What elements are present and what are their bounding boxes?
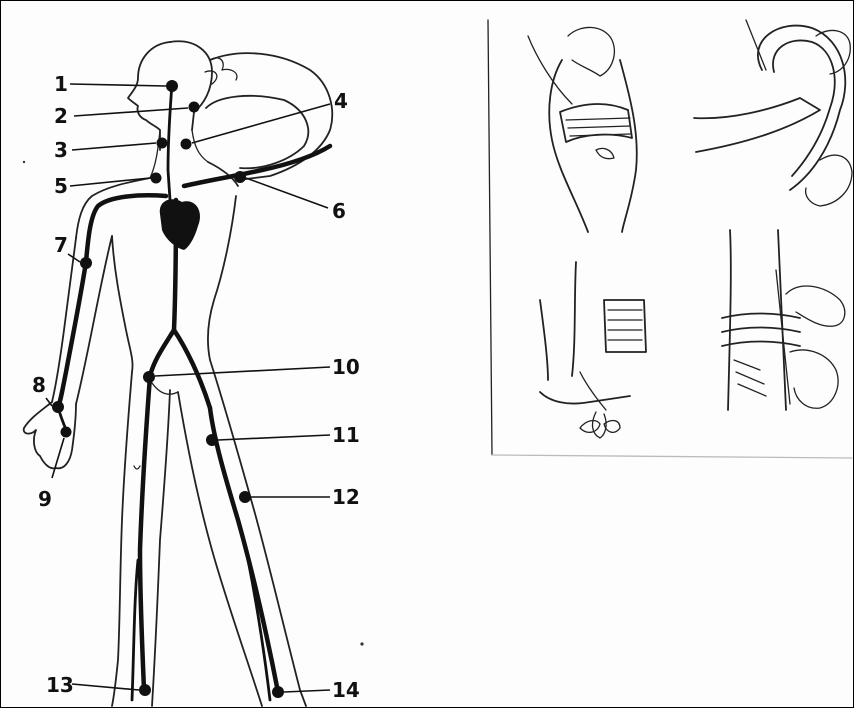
label-6: 6 <box>332 199 346 223</box>
s3-arm-top <box>572 262 576 376</box>
s1-knot <box>596 148 614 158</box>
left-leg-inner <box>152 390 170 706</box>
sketch-windlass <box>694 20 852 206</box>
s1-arm-2 <box>620 60 637 232</box>
s4-leg-left <box>728 230 731 410</box>
scan-speck <box>360 642 363 645</box>
label-2: 2 <box>54 104 68 128</box>
label-12: 12 <box>332 485 360 509</box>
pressure-point-5 <box>151 173 162 184</box>
brachial-right <box>58 262 86 406</box>
torso-right <box>208 196 236 360</box>
leader-1 <box>70 84 166 86</box>
label-8: 8 <box>32 373 46 397</box>
pressure-point-13 <box>139 684 151 696</box>
s3-band <box>604 300 646 352</box>
leg-vein-left <box>132 560 138 700</box>
s3-bow <box>580 421 620 433</box>
pressure-point-6 <box>234 171 246 183</box>
neck-line-2 <box>192 130 208 162</box>
sketch-arm-band <box>528 27 637 232</box>
subclavian-right <box>86 195 166 262</box>
pressure-point-1 <box>166 80 178 92</box>
label-7: 7 <box>54 233 68 257</box>
pressure-point-11 <box>206 434 218 446</box>
subclavian-left <box>184 146 330 186</box>
label-14: 14 <box>332 678 360 702</box>
s1-band-lines <box>566 118 630 136</box>
s4-hand-bottom <box>790 350 838 408</box>
s1-hand <box>568 27 614 76</box>
torso-left <box>112 236 133 372</box>
label-4: 4 <box>334 89 348 113</box>
s4-hand-top <box>786 286 845 326</box>
leader-13 <box>72 684 139 690</box>
raised-arm-lower <box>206 96 308 168</box>
femoral-left <box>140 376 150 690</box>
leader-4 <box>192 104 330 143</box>
leader-10 <box>155 367 330 376</box>
s4-rope <box>722 314 800 347</box>
s4-shading <box>734 360 766 396</box>
left-shoulder <box>76 178 150 238</box>
pressure-point-3 <box>157 138 168 149</box>
s3-lower-limb <box>540 392 630 404</box>
label-9: 9 <box>38 487 52 511</box>
s2-stick <box>746 20 766 70</box>
panel-divider-horizontal <box>492 455 852 458</box>
crotch-line <box>150 380 178 394</box>
s2-ring-2 <box>773 40 835 176</box>
leader-11 <box>218 435 330 440</box>
right-leg-outer <box>210 360 306 706</box>
heart <box>160 199 200 250</box>
carotid-artery <box>168 84 172 200</box>
pressure-point-10 <box>143 371 155 383</box>
leader-3 <box>72 143 156 150</box>
leader-lines <box>46 84 330 692</box>
pressure-point-9 <box>61 427 72 438</box>
leader-6 <box>246 178 328 208</box>
label-11: 11 <box>332 423 360 447</box>
sketch-leg-rope <box>722 230 845 410</box>
s3-knot <box>580 372 606 438</box>
s4-stick <box>776 270 790 404</box>
scan-speck-2 <box>23 161 25 163</box>
pressure-point-4 <box>181 139 192 150</box>
s3-band-lines <box>608 310 642 340</box>
knee-detail <box>134 466 140 469</box>
leader-9 <box>52 438 64 478</box>
panel-divider-vertical <box>488 20 492 455</box>
leader-5 <box>70 178 150 186</box>
s2-arm <box>694 98 820 152</box>
label-10: 10 <box>332 355 360 379</box>
pressure-point-8 <box>52 401 64 413</box>
pressure-point-12 <box>239 491 251 503</box>
number-labels: 1 2 3 4 5 6 7 8 9 10 11 12 13 14 <box>32 72 360 702</box>
head-outline <box>128 42 170 150</box>
s4-leg-right <box>778 230 786 410</box>
leader-14 <box>284 690 330 692</box>
iliac-left <box>150 330 174 376</box>
left-leg-outer <box>112 372 132 706</box>
body-figure <box>24 41 333 706</box>
neck-line <box>150 130 160 178</box>
sketch-band-tied <box>540 262 646 438</box>
label-1: 1 <box>54 72 68 96</box>
pressure-point-7 <box>80 257 92 269</box>
s2-hand-bottom <box>806 155 852 206</box>
raised-arm-upper <box>210 53 332 180</box>
pressure-point-2 <box>189 102 200 113</box>
s1-arm <box>549 60 588 232</box>
label-5: 5 <box>54 174 68 198</box>
pressure-point-14 <box>272 686 284 698</box>
s3-arm-top-2 <box>540 300 548 380</box>
label-13: 13 <box>46 673 74 697</box>
label-3: 3 <box>54 138 68 162</box>
